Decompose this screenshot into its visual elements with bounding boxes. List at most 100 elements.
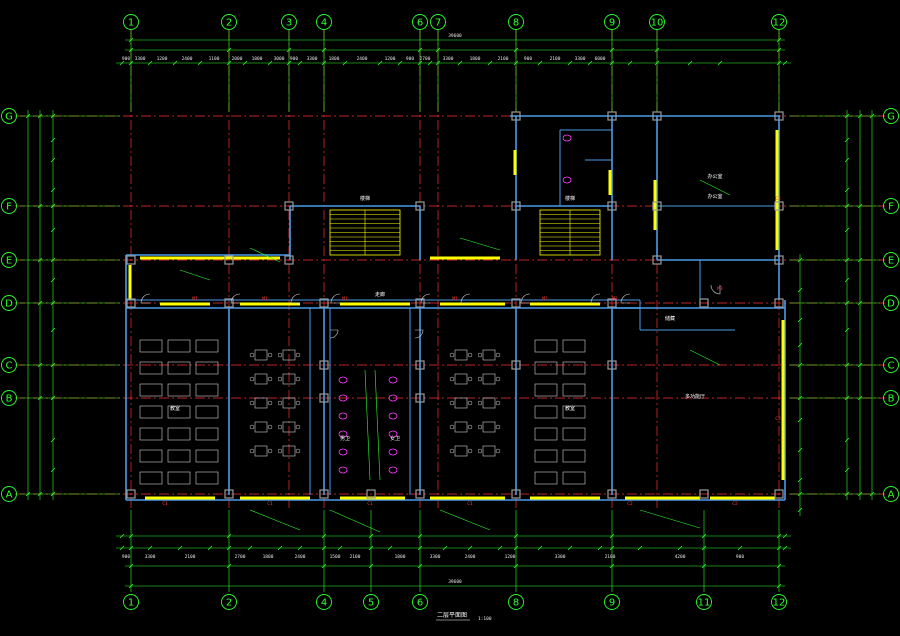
dim-chain-right-inner-tick [797,362,803,368]
dim-chain-left-total-tick [25,491,31,497]
grid-bubble-bottom-circle [221,594,237,610]
dim-chain-top-axes-tick [128,47,134,53]
grid-bubble-top: 9 [609,18,615,29]
desk [139,471,163,485]
structural-column [511,360,521,370]
dim-chain-right-detail-tick [844,491,850,497]
dim-chain-bottom-detail-tick [609,545,615,551]
desk [167,449,191,463]
dim-chain-top-detail-tick [197,60,203,66]
grid-bubble-top: 3 [286,18,292,29]
dim-chain-bottom-openings-tick [776,533,782,539]
grid-bubble-right: F [888,202,894,213]
partition-line [364,369,371,481]
toilet-fixture [388,376,398,384]
dim-text: 2400 [357,56,368,62]
room-label-office-1: 办公室 [707,173,722,180]
dim-text: 1800 [470,56,481,62]
dim-chain-top-detail-tick [267,60,273,66]
activity-table-chair [495,352,501,358]
dim-chain-bottom-total-tick [128,583,134,589]
dim-chain-right-inner-tick [797,477,803,483]
grid-bubble-left-circle [1,295,17,311]
dim-chain-right-total-tick [869,113,875,119]
dim-chain-left-detail-tick [50,437,56,443]
activity-table [482,397,496,409]
structural-column [652,255,662,265]
activity-table-chair [267,448,273,454]
dim-chain-left-detail-tick [50,187,56,193]
dim-chain-bottom-detail-tick [147,545,153,551]
dim-chain-top-axes-tick [417,47,423,53]
desk [139,449,163,463]
dim-chain-right-detail-tick [844,300,850,306]
window-tag: C2 [627,501,633,507]
activity-table [282,421,296,433]
activity-table [482,349,496,361]
grid-bubble-bottom: 8 [513,598,519,609]
desk [167,383,191,397]
structural-column [607,111,617,121]
desk [534,405,558,419]
toilet-fixture [388,448,398,456]
dim-chain-bottom-detail-tick [417,545,423,551]
dim-chain-bottom-detail-tick [177,545,183,551]
activity-table-chair [267,352,273,358]
dim-chain-right-inner-tick [797,395,803,401]
grid-bubble-top-circle [604,14,620,30]
activity-table-chair [449,424,455,430]
dim-chain-top-detail-tick [687,60,693,66]
grid-bubble-bottom: 4 [321,598,327,609]
grid-bubble-right-circle [883,198,899,214]
grid-bubble-left-circle [1,390,17,406]
partition-line [374,369,381,481]
dim-chain-right-detail-tick [844,157,850,163]
dim-text: 3300 [135,56,146,62]
dim-chain-bottom-detail-tick [226,545,232,551]
activity-table-chair [267,400,273,406]
room-label-stair-2: 楼梯 [565,195,575,202]
structural-column [224,489,234,499]
dim-chain-bottom-openings-tick [226,533,232,539]
desk [167,405,191,419]
activity-table [482,373,496,385]
leader-line [689,349,721,366]
activity-table-chair [277,448,283,454]
structural-column [319,393,329,403]
dim-chain-left-axes-tick [37,203,43,209]
activity-table [454,349,468,361]
grid-bubble-left: D [5,299,13,310]
activity-table-chair [495,448,501,454]
grid-bubble-top-circle [649,14,665,30]
dim-chain-right-inner-tick [797,317,803,323]
activity-table-chair [277,400,283,406]
structural-column [607,489,617,499]
grid-bubble-top-circle [771,14,787,30]
desk [562,427,586,441]
dim-chain-bottom-detail-tick [297,545,303,551]
activity-table [482,445,496,457]
dim-chain-top-detail-tick [435,60,441,66]
grid-bubble-left-circle [1,198,17,214]
desk [139,383,163,397]
dim-text: 3300 [555,554,566,560]
dim-total-bottom: 39600 [448,579,462,585]
dim-chain-top-detail-tick [286,60,292,66]
dim-chain-left-axes-tick [37,300,43,306]
dim-chain-bottom-axes-tick [609,563,615,569]
grid-bubble-right: C [888,361,895,372]
structural-column [415,360,425,370]
dim-chain-bottom-detail-tick [637,545,643,551]
dim-chain-top-axes-tick [226,47,232,53]
dim-chain-bottom-detail-tick [119,545,125,551]
leader-line [249,509,301,531]
dim-text: 2100 [185,554,196,560]
dim-chain-top-total-tick [128,37,134,43]
dim-chain-bottom-openings-tick [119,533,125,539]
dim-text: 3300 [575,56,586,62]
grid-bubble-bottom-circle [123,594,139,610]
dim-chain-bottom-openings-tick [701,533,707,539]
